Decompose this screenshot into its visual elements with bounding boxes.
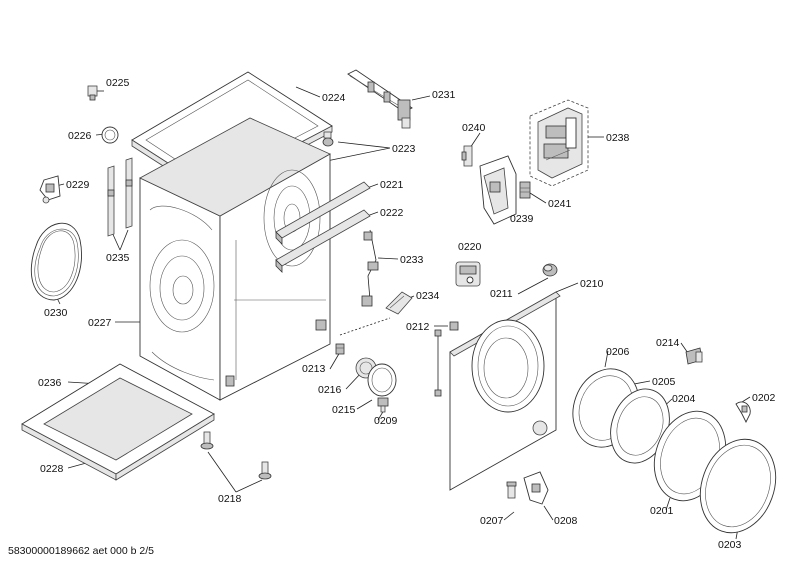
label-0233: 0233 <box>400 254 424 266</box>
part-0226-clip <box>101 126 119 144</box>
label-0238: 0238 <box>606 132 630 144</box>
label-0234: 0234 <box>416 290 440 302</box>
label-0213: 0213 <box>302 363 326 375</box>
part-0234-hinge <box>385 291 413 315</box>
label-0201: 0201 <box>650 505 674 517</box>
label-0221: 0221 <box>380 179 404 191</box>
label-0210: 0210 <box>580 278 604 290</box>
label-0223: 0223 <box>392 143 416 155</box>
label-0236: 0236 <box>38 377 62 389</box>
label-0202: 0202 <box>752 392 776 404</box>
part-0214-lock <box>685 347 703 365</box>
part-0212-cable <box>434 329 442 397</box>
label-0239: 0239 <box>510 213 534 225</box>
label-0206: 0206 <box>606 346 630 358</box>
label-0216: 0216 <box>318 384 342 396</box>
label-0214: 0214 <box>656 337 680 349</box>
label-0208: 0208 <box>554 515 578 527</box>
part-0215-cover <box>367 363 397 397</box>
part-0241-connector <box>519 181 531 199</box>
part-0218-feet <box>200 431 272 480</box>
label-0229: 0229 <box>66 179 90 191</box>
label-0204: 0204 <box>672 393 696 405</box>
part-0227-cabinet <box>139 117 331 401</box>
part-0222-strut <box>275 209 371 273</box>
part-0235-side-rails <box>107 157 133 237</box>
label-0225: 0225 <box>106 77 130 89</box>
document-id-footer: 58300000189662 aet 000 b 2/5 <box>8 545 154 557</box>
label-0220: 0220 <box>458 241 482 253</box>
label-0203: 0203 <box>718 539 742 551</box>
label-0222: 0222 <box>380 207 404 219</box>
label-0212: 0212 <box>406 321 430 333</box>
part-0239-housing <box>479 155 517 225</box>
part-0202-hinge <box>735 401 751 424</box>
part-0208-catch <box>523 471 549 505</box>
part-0209-screw-icon <box>377 397 389 413</box>
part-0203-door-glass <box>699 438 777 534</box>
part-0231-control-bracket <box>347 69 413 129</box>
label-0235: 0235 <box>106 252 130 264</box>
part-0230-gasket <box>30 222 82 301</box>
label-0224: 0224 <box>322 92 346 104</box>
part-0229-latch <box>39 175 61 204</box>
label-0207: 0207 <box>480 515 504 527</box>
part-labels: 0225 0224 0231 0226 0240 0238 0223 0229 … <box>38 77 776 551</box>
label-0231: 0231 <box>432 89 456 101</box>
label-0228: 0228 <box>40 463 64 475</box>
part-0221-strut <box>275 181 371 245</box>
label-0209: 0209 <box>374 415 398 427</box>
part-0223-screws <box>322 131 334 147</box>
part-0238-control-module <box>529 99 589 187</box>
label-0230: 0230 <box>44 307 68 319</box>
part-0213-clip <box>335 343 345 355</box>
part-0211-knob <box>542 263 558 277</box>
label-0240: 0240 <box>462 122 486 134</box>
part-0220-pressure-switch <box>455 261 481 287</box>
part-0210-front-panel <box>449 291 561 491</box>
part-0205-door-ring <box>610 388 670 464</box>
label-0227: 0227 <box>88 317 112 329</box>
label-0215: 0215 <box>332 404 356 416</box>
part-0225-icon <box>87 85 98 101</box>
part-0240-sensor <box>461 145 473 167</box>
label-0241: 0241 <box>548 198 572 210</box>
part-0233-wire-harness <box>361 229 379 307</box>
part-0207-screw-icon <box>506 481 517 499</box>
part-0236-base-pan <box>21 363 215 481</box>
label-0211: 0211 <box>490 288 513 300</box>
label-0218: 0218 <box>218 493 242 505</box>
label-0205: 0205 <box>652 376 676 388</box>
label-0226: 0226 <box>68 130 92 142</box>
